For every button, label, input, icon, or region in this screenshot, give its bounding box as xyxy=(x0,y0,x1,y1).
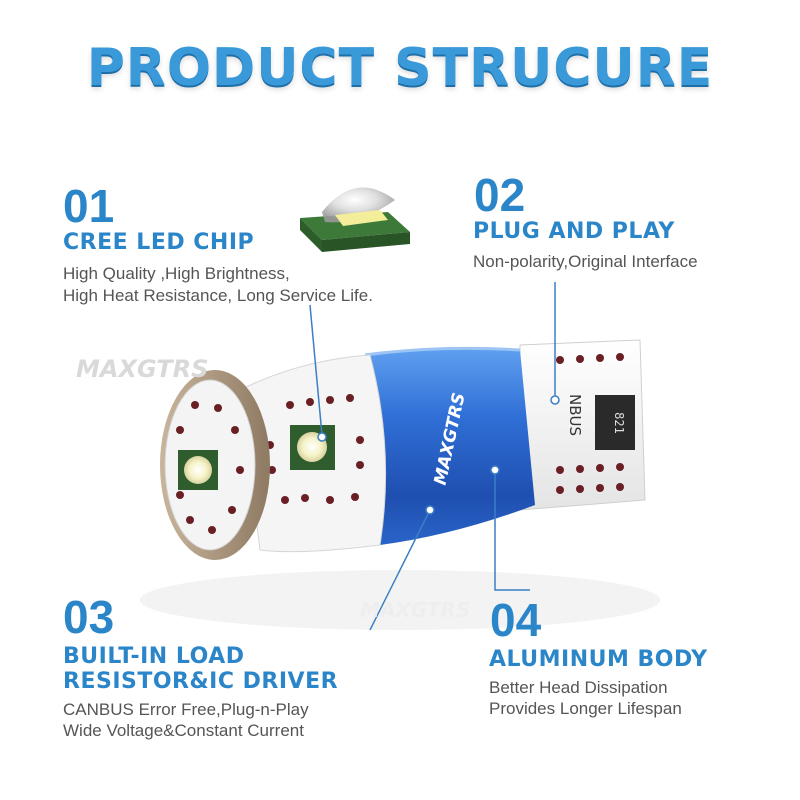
end-cap xyxy=(160,370,270,560)
cree-chip-detail xyxy=(300,187,410,252)
pointer-lines xyxy=(309,282,556,631)
feature-number-04: 04 xyxy=(490,594,542,646)
feature-heading-01: CREE LED CHIP xyxy=(63,230,255,255)
feature-heading-03-line2: RESISTOR&IC DRIVER xyxy=(63,669,339,694)
feature-heading-03-line1: BUILT-IN LOAD xyxy=(63,644,245,669)
watermark-bottom: MAXGTRS xyxy=(360,598,471,622)
feature-number-02: 02 xyxy=(474,169,526,221)
load-resistor xyxy=(595,395,635,450)
feature-desc-03-line1: CANBUS Error Free,Plug-n-Play xyxy=(63,700,309,719)
page-title: PRODUCT STRUCURE xyxy=(86,38,714,98)
feature-heading-02: PLUG AND PLAY xyxy=(473,219,675,244)
resistor-code: 821 xyxy=(612,412,626,434)
canbus-label: NBUS xyxy=(566,394,584,436)
feature-desc-04-line1: Better Head Dissipation xyxy=(489,678,668,697)
led-head-pcb xyxy=(239,354,387,553)
pointer-dots xyxy=(317,395,560,515)
feature-desc-01-line2: High Heat Resistance, Long Service Life. xyxy=(63,286,373,305)
feature-desc-03-line2: Wide Voltage&Constant Current xyxy=(63,721,304,740)
feature-heading-04: ALUMINUM BODY xyxy=(489,647,708,672)
pcb-tail: 821 NBUS xyxy=(519,339,646,511)
feature-desc-01-line1: High Quality ,High Brightness, xyxy=(63,264,290,283)
feature-desc-04-line2: Provides Longer Lifespan xyxy=(489,699,682,718)
feature-number-03: 03 xyxy=(63,591,115,643)
aluminum-body: MAXGTRS xyxy=(364,346,535,545)
feature-number-01: 01 xyxy=(63,180,115,232)
feature-desc-02-line1: Non-polarity,Original Interface xyxy=(473,252,698,271)
floor-reflection xyxy=(140,570,660,630)
watermark-left: MAXGTRS xyxy=(76,355,209,383)
